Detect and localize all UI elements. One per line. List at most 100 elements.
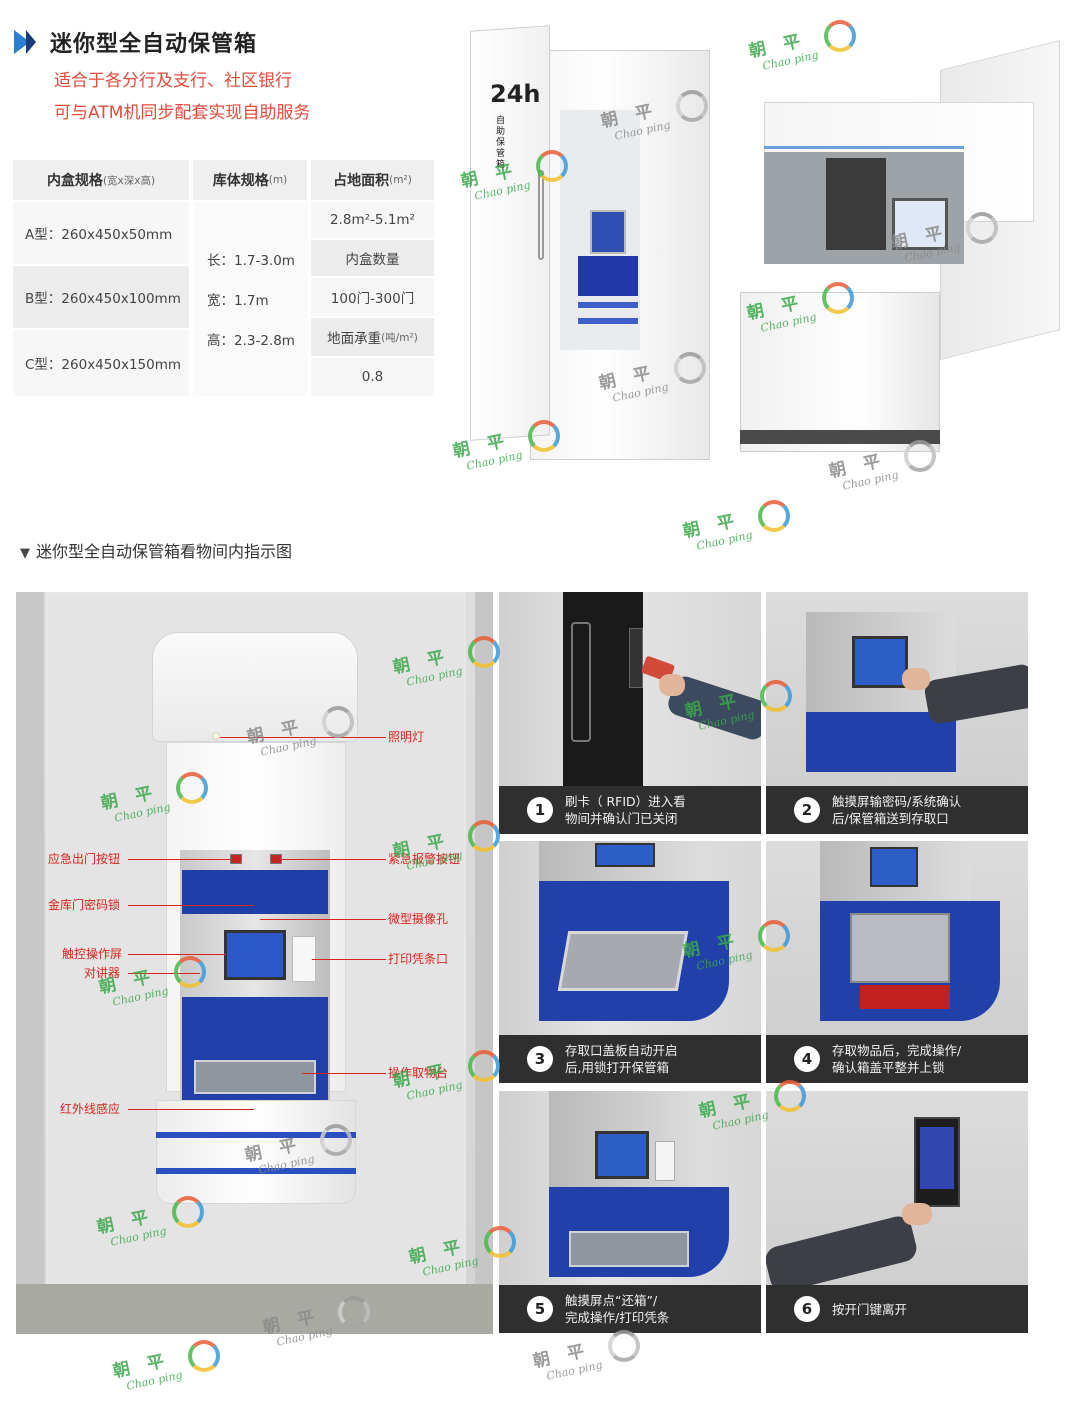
touchscreen xyxy=(595,843,655,867)
step-text: 按开门键离开 xyxy=(832,1301,907,1318)
step-photo xyxy=(766,841,1028,1035)
step-number: 6 xyxy=(794,1296,820,1322)
header-inner-box-label: 内盒规格 xyxy=(46,173,103,189)
step-caption: 5 触摸屏点“还箱”/ 完成操作/打印凭条 xyxy=(499,1285,761,1333)
step-text-line: 触摸屏输密码/系统确认 xyxy=(832,794,962,809)
leader-line xyxy=(128,1109,254,1110)
touchscreen xyxy=(852,636,908,688)
header-vault-label: 库体规格 xyxy=(212,173,269,189)
spec-table: 内盒规格(宽x深x高) 库体规格(m) 占地面积(m²) A型：260x450x… xyxy=(13,160,434,396)
header-vault-unit: (m) xyxy=(268,174,288,186)
step-text: 存取物品后，完成操作/ 确认箱盖平整并上锁 xyxy=(832,1042,961,1076)
header-area: 占地面积(m²) xyxy=(311,160,434,200)
page-title: 迷你型全自动保管箱 xyxy=(50,32,258,57)
title-row: 迷你型全自动保管箱 xyxy=(14,26,257,58)
card-reader xyxy=(629,628,643,688)
leader-line xyxy=(302,1073,386,1074)
load-label: 地面承重 xyxy=(327,331,382,347)
step-card-5: 5 触摸屏点“还箱”/ 完成操作/打印凭条 xyxy=(499,1091,761,1333)
door-panel xyxy=(563,592,643,786)
inner-box-row-a: A型：260x450x50mm xyxy=(13,202,189,264)
step-text: 刷卡（ RFID）进入看 物间并确认门已关闭 xyxy=(565,793,686,827)
watermark: 朝平 Chao ping xyxy=(531,1330,642,1390)
room-left-wall xyxy=(16,592,44,1334)
vault-length: 长：1.7-3.0m xyxy=(207,253,295,269)
step-text-line: 存取物品后，完成操作/ xyxy=(832,1043,962,1058)
exit-screen xyxy=(920,1127,954,1189)
vault-dims: 长：1.7-3.0m 宽：1.7m 高：2.3-2.8m xyxy=(193,202,307,396)
receipt-slot xyxy=(655,1141,675,1181)
watermark: 朝平 Chao ping xyxy=(681,500,792,560)
step-photo xyxy=(766,1091,1028,1295)
header-area-unit: (m²) xyxy=(389,174,412,186)
subtitle-atm: 可与ATM机同步配套实现自助服务 xyxy=(54,103,311,123)
watermark-text: 朝平 xyxy=(531,1337,604,1373)
step-number: 5 xyxy=(527,1296,553,1322)
watermark: 朝平 Chao ping xyxy=(111,1340,222,1400)
label-vault-lock: 金库门密码锁 xyxy=(48,898,121,912)
kiosk-hood xyxy=(152,632,358,742)
step-text: 触摸屏输密码/系统确认 后/保管箱送到存取口 xyxy=(832,793,961,827)
step-photo xyxy=(499,1091,761,1285)
step-text-line: 后/保管箱送到存取口 xyxy=(832,811,949,826)
watermark-text: 朝平 xyxy=(681,507,754,543)
booth-door-handle xyxy=(538,170,544,260)
watermark-ring-icon xyxy=(188,1340,220,1372)
step-photo xyxy=(499,592,761,786)
watermark-text: Chao ping xyxy=(125,1368,184,1393)
booth-logo: 24h xyxy=(490,80,541,108)
vault-base xyxy=(740,292,940,452)
load-unit: (吨/m²) xyxy=(381,331,418,344)
vault-window xyxy=(826,158,886,250)
step-caption: 2 触摸屏输密码/系统确认 后/保管箱送到存取口 xyxy=(766,786,1028,834)
step-text-line: 完成操作/打印凭条 xyxy=(565,1310,670,1325)
label-infrared: 红外线感应 xyxy=(60,1102,121,1116)
leader-line xyxy=(128,954,226,955)
tray-lid xyxy=(557,931,689,991)
booth-blue-panel xyxy=(578,256,638,296)
watermark-text: 朝平 xyxy=(111,1347,184,1383)
kiosk-stripe xyxy=(156,1132,356,1138)
inner-box-row-c: C型：260x450x150mm xyxy=(13,330,189,396)
label-intercom: 对讲器 xyxy=(84,966,121,980)
touchscreen xyxy=(870,847,918,887)
leader-line xyxy=(220,737,386,738)
step-text-line: 触摸屏点“还箱”/ xyxy=(565,1293,658,1308)
hand xyxy=(659,674,685,696)
blue-panel xyxy=(806,712,956,772)
header-inner-box: 内盒规格(宽x深x高) xyxy=(13,160,189,200)
leader-line xyxy=(260,919,386,920)
booth-screen xyxy=(590,210,626,254)
step-card-6: 6 按开门键离开 xyxy=(766,1091,1028,1333)
step-text-line: 物间并确认门已关闭 xyxy=(565,811,678,826)
leader-line xyxy=(128,859,230,860)
red-tray xyxy=(860,985,950,1009)
vault-lock-panel xyxy=(182,870,328,914)
tray-surface xyxy=(569,1231,689,1267)
subtitle-branches: 适合于各分行及支行、社区银行 xyxy=(54,71,292,91)
play-arrow-icon xyxy=(26,30,36,54)
door-handle xyxy=(571,622,591,742)
watermark-text: Chao ping xyxy=(841,468,900,493)
step-text-line: 后,用锁打开保管箱 xyxy=(565,1060,669,1075)
vault-base-strip xyxy=(740,430,940,444)
step-photo xyxy=(766,592,1028,786)
label-tray: 操作取物台 xyxy=(388,1066,449,1080)
step-caption: 6 按开门键离开 xyxy=(766,1285,1028,1333)
kiosk-base xyxy=(156,1100,356,1204)
watermark-text: Chao ping xyxy=(695,528,754,553)
step-card-1: 1 刷卡（ RFID）进入看 物间并确认门已关闭 xyxy=(499,592,761,834)
kiosk-stripe xyxy=(156,1168,356,1174)
inner-box-row-b: B型：260x450x100mm xyxy=(13,266,189,328)
leader-line xyxy=(282,859,386,860)
room-right-wall xyxy=(475,592,493,1334)
watermark-ring-icon xyxy=(758,500,790,532)
watermark-ring-icon xyxy=(608,1330,640,1362)
step-text-line: 按开门键离开 xyxy=(832,1301,908,1317)
header-inner-box-unit: (宽x深x高) xyxy=(102,174,156,187)
triangle-down-icon: ▼ xyxy=(20,546,30,561)
label-emergency-exit: 应急出门按钮 xyxy=(48,852,121,866)
count-value: 100门-300门 xyxy=(311,278,434,316)
kiosk-diagram: 应急出门按钮 金库门密码锁 触控操作屏 对讲器 红外线感应 照明灯 紧急报警按钮… xyxy=(16,592,493,1334)
hand xyxy=(902,1203,932,1225)
